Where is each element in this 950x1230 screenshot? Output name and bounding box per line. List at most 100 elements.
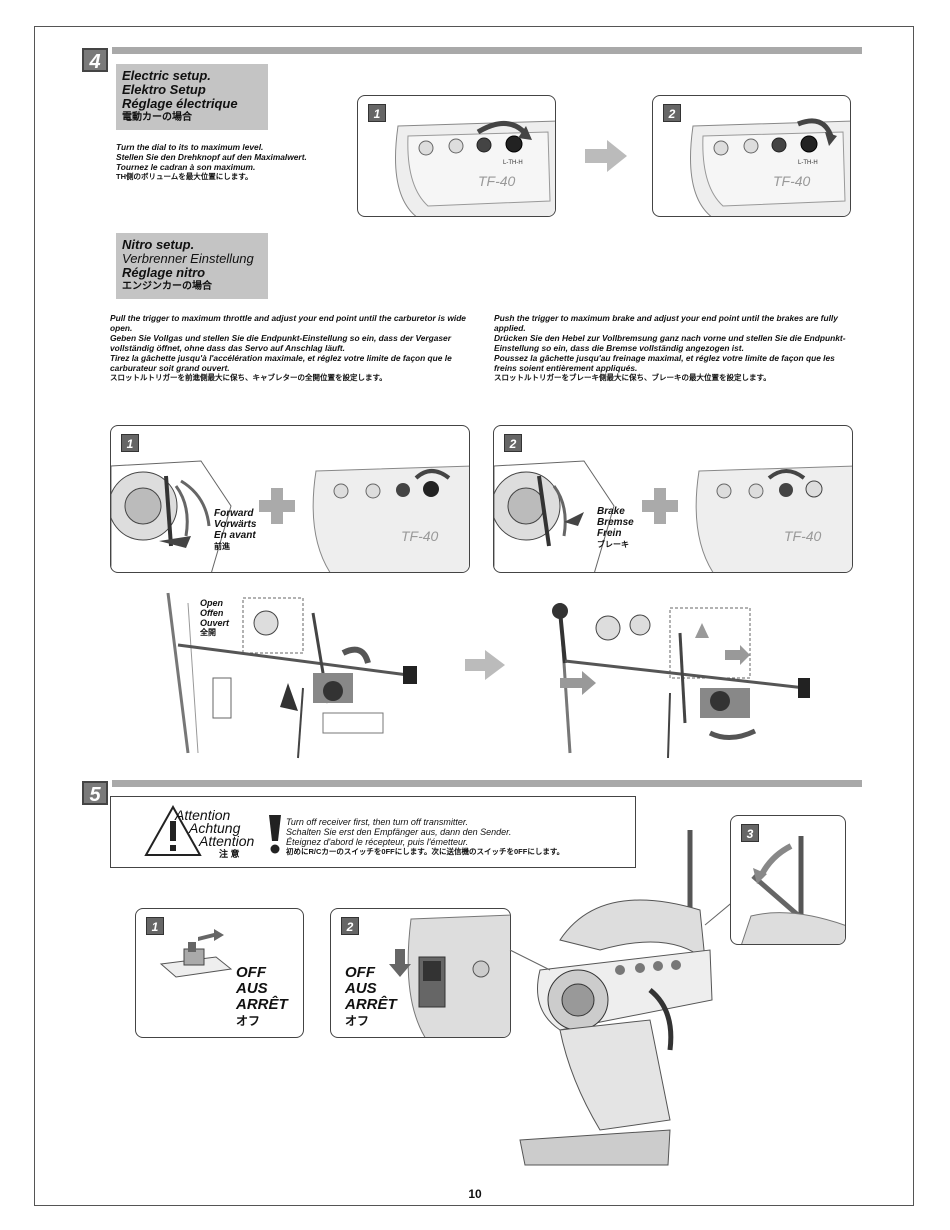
page-number: 10 xyxy=(468,1187,482,1201)
step-5-badge: 5 xyxy=(82,781,108,806)
throttle-linkage-brake-illustration xyxy=(520,583,825,763)
trigger-and-dial-illustration: TF-40 xyxy=(494,460,852,572)
transmitter-model-label: TF-40 xyxy=(773,173,811,189)
transmitter-model-label: TF-40 xyxy=(784,528,822,544)
label-line: Forward xyxy=(214,508,254,519)
panel-number: 1 xyxy=(368,104,386,122)
heading-line: Elektro Setup xyxy=(122,82,206,97)
text-line-jp: TH側のボリュームを最大位置にします。 xyxy=(116,172,253,181)
attention-heading: Attention Achtung Attention 注 意 xyxy=(175,807,255,861)
text-line: Turn the dial to its to maximum level. xyxy=(116,142,264,152)
panel-number: 3 xyxy=(741,824,759,842)
panel-number: 2 xyxy=(341,917,359,935)
nitro-panel-forward: 1 TF-40 Forward Vorwärts En avant 前進 xyxy=(110,425,470,573)
heading-line-jp: 電動カーの場合 xyxy=(122,112,192,123)
label-line: Offen xyxy=(200,608,224,618)
label-line-jp: 前進 xyxy=(214,542,230,551)
label-line-jp: ブレーキ xyxy=(597,540,629,549)
attention-word: Achtung xyxy=(189,820,241,836)
warning-triangle-icon xyxy=(144,805,202,856)
open-label: Open Offen Ouvert 全開 xyxy=(200,598,229,638)
warning-line: Turn off receiver first, then turn off t… xyxy=(286,817,469,827)
text-line: Tirez la gâchette jusqu'à l'accélération… xyxy=(110,353,452,373)
attention-instructions: Turn off receiver first, then turn off t… xyxy=(286,817,564,857)
step-4-bar xyxy=(112,47,862,54)
page-frame xyxy=(34,26,914,1206)
throttle-linkage-open-illustration xyxy=(148,583,438,763)
receiver-switch-panel: 1 OFF AUS ARRÊT オフ xyxy=(135,908,304,1038)
attention-warning-box: Attention Achtung Attention 注 意 Turn off… xyxy=(110,796,636,868)
label-line: Open xyxy=(200,598,224,608)
heading-line: Nitro setup. xyxy=(122,237,195,252)
attention-word-jp: 注 意 xyxy=(219,849,240,859)
label-line: Vorwärts xyxy=(214,519,257,530)
trigger-and-dial-illustration: TF-40 xyxy=(111,460,469,572)
panel-number: 1 xyxy=(121,434,139,452)
off-line: OFF xyxy=(236,964,266,981)
panel-number: 1 xyxy=(146,917,164,935)
electric-setup-heading: Electric setup. Elektro Setup Réglage él… xyxy=(116,64,268,130)
antenna-fold-illustration xyxy=(741,836,845,944)
transmitter-illustration xyxy=(509,830,730,1166)
off-line: ARRÊT xyxy=(236,996,288,1013)
label-line-jp: 全開 xyxy=(200,628,216,637)
receiver-switch-illustration xyxy=(159,929,233,978)
attention-word: Attention xyxy=(199,833,255,849)
off-line: AUS xyxy=(236,980,268,997)
electric-panel-1: 1 TF-40 L-TH-H xyxy=(357,95,556,217)
warning-line: Schalten Sie erst den Empfänger aus, dan… xyxy=(286,827,512,837)
heading-line-jp: エンジンカーの場合 xyxy=(122,281,212,292)
off-line: OFF xyxy=(345,964,375,981)
text-line: Stellen Sie den Drehknopf auf den Maxima… xyxy=(116,152,307,162)
off-line-jp: オフ xyxy=(345,1014,370,1028)
electric-instruction: Turn the dial to its to maximum level. S… xyxy=(116,142,356,182)
transmitter-sublabel: L-TH-H xyxy=(798,160,818,166)
transmitter-dial-illustration: TF-40 L-TH-H xyxy=(690,118,850,216)
text-line-jp: スロットルトリガーを前進側最大に保ち、キャブレターの全開位置を設定します。 xyxy=(110,373,387,382)
off-line-jp: オフ xyxy=(236,1014,261,1028)
nitro-brake-instruction: Push the trigger to maximum brake and ad… xyxy=(494,313,856,383)
heading-line: Réglage électrique xyxy=(122,96,238,111)
off-label: OFF AUS ARRÊT オフ xyxy=(345,965,397,1029)
panel-number: 2 xyxy=(504,434,522,452)
exclamation-icon xyxy=(269,815,281,854)
text-line: Tournez le cadran à son maximum. xyxy=(116,162,256,172)
nitro-setup-heading: Nitro setup. Verbrenner Einstellung Régl… xyxy=(116,233,268,299)
text-line: Pull the trigger to maximum throttle and… xyxy=(110,313,466,333)
antenna-fold-panel: 3 xyxy=(730,815,846,945)
transmitter-model-label: TF-40 xyxy=(401,528,439,544)
text-line: Push the trigger to maximum brake and ad… xyxy=(494,313,838,333)
transmitter-model-label: TF-40 xyxy=(478,173,516,189)
off-label: OFF AUS ARRÊT オフ xyxy=(236,965,288,1029)
label-line: En avant xyxy=(214,530,256,541)
panel-number: 2 xyxy=(663,104,681,122)
text-line: Drücken Sie den Hebel zur Vollbremsung g… xyxy=(494,333,846,353)
transmitter-switch-panel: 2 OFF AUS ARRÊT オフ xyxy=(330,908,511,1038)
text-line: Geben Sie Vollgas und stellen Sie die En… xyxy=(110,333,451,353)
step-4-badge: 4 xyxy=(82,48,108,73)
transmitter-switch-illustration xyxy=(389,914,510,1037)
step-5-bar xyxy=(112,780,862,787)
heading-line: Réglage nitro xyxy=(122,265,206,280)
brake-label: Brake Bremse Frein ブレーキ xyxy=(597,506,634,550)
transmitter-dial-illustration: TF-40 L-TH-H xyxy=(395,120,555,216)
off-line: AUS xyxy=(345,980,377,997)
text-line: Poussez la gâchette jusqu'au freinage ma… xyxy=(494,353,835,373)
label-line: Bremse xyxy=(597,517,634,528)
attention-word: Attention xyxy=(175,807,231,823)
transmitter-sublabel: L-TH-H xyxy=(503,160,523,166)
label-line: Brake xyxy=(597,506,625,517)
heading-line: Electric setup. xyxy=(122,68,211,83)
off-line: ARRÊT xyxy=(345,996,397,1013)
electric-panel-2: 2 TF-40 L-TH-H xyxy=(652,95,851,217)
heading-line: Verbrenner Einstellung xyxy=(122,251,254,266)
warning-line-jp: 初めにR/Cカーのスイッチを0FFにします。次に送信機のスイッチを0FFにします… xyxy=(286,847,565,856)
warning-line: Éteignez d'abord le récepteur, puis l'ém… xyxy=(286,837,469,847)
next-arrow-icon xyxy=(465,650,505,680)
forward-label: Forward Vorwärts En avant 前進 xyxy=(214,508,256,552)
nitro-throttle-instruction: Pull the trigger to maximum throttle and… xyxy=(110,313,472,383)
label-line: Frein xyxy=(597,528,622,539)
nitro-panel-brake: 2 TF-40 Brake Bremse Frein ブレーキ xyxy=(493,425,853,573)
next-arrow-icon xyxy=(585,140,627,172)
label-line: Ouvert xyxy=(200,618,230,628)
